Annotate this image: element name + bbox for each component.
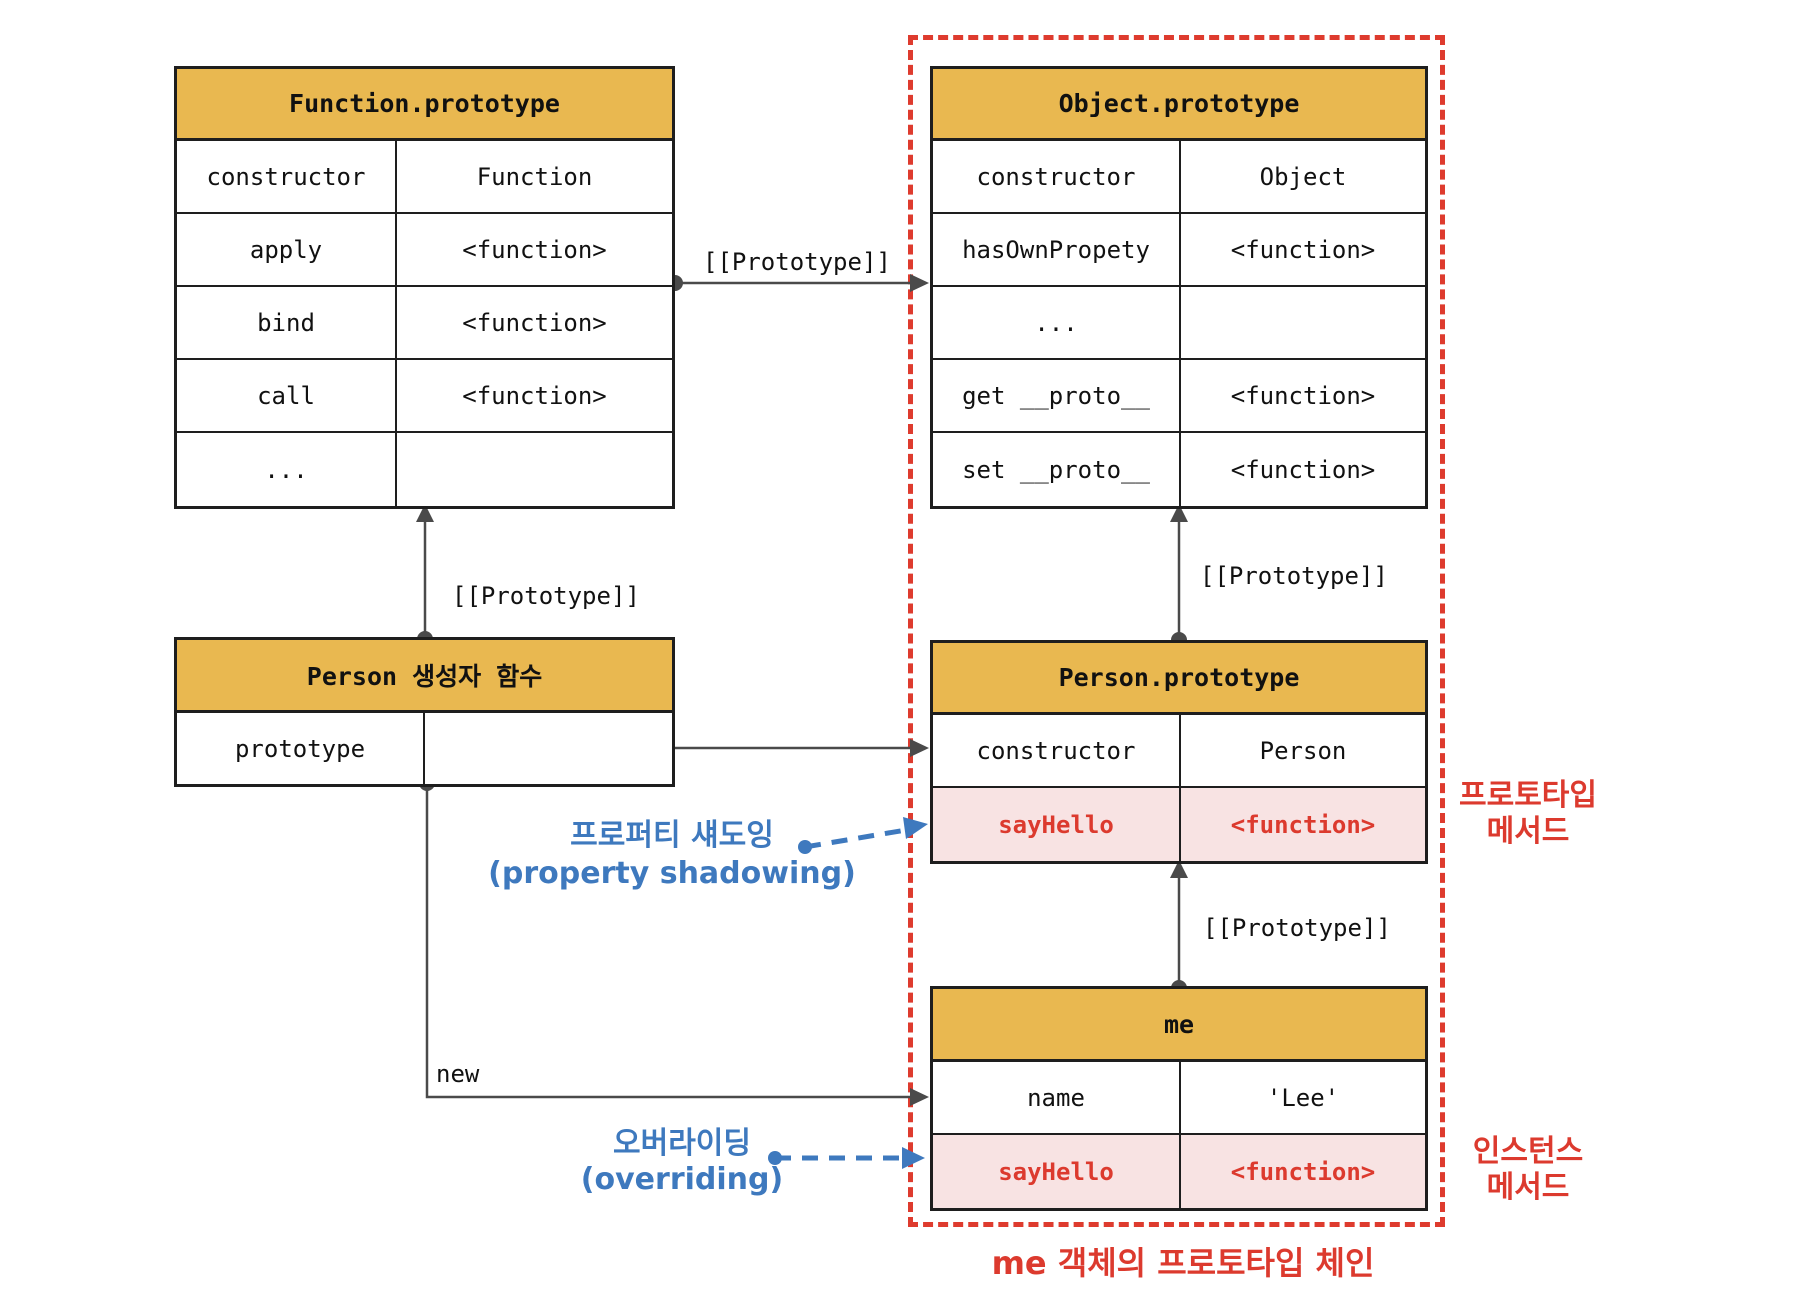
prototype-link-label-object: [[Prototype]] — [1200, 562, 1388, 590]
cell-key: prototype — [177, 713, 425, 784]
arrow-personproto-to-objectproto — [1170, 504, 1188, 648]
cell-value: 'Lee' — [1266, 1083, 1340, 1112]
cell-key: constructor — [933, 141, 1181, 212]
cell-key: constructor — [177, 141, 397, 212]
table-row: constructor Function — [177, 141, 672, 214]
arrow-person-to-function — [416, 504, 434, 647]
prototype-link-label-horizontal: [[Prototype]] — [703, 248, 891, 276]
table-me-title: me — [933, 989, 1425, 1062]
cell-value: <function> — [462, 235, 607, 264]
cell-key: get __proto__ — [933, 360, 1181, 431]
prototype-method-line1: 프로토타입 — [1459, 778, 1597, 813]
table-row: name 'Lee' — [933, 1062, 1425, 1135]
table-row: call <function> — [177, 360, 672, 433]
table-person-constructor-title: Person 생성자 함수 — [177, 640, 672, 713]
cell-value — [1181, 287, 1425, 358]
arrow-overriding — [768, 1147, 925, 1169]
table-function-prototype: Function.prototype constructor Function … — [174, 66, 675, 509]
table-person-prototype: Person.prototype constructor Person sayH… — [930, 640, 1428, 864]
arrow-property-shadowing — [798, 817, 928, 854]
table-row: bind <function> — [177, 287, 672, 360]
prototype-method-line2: 메서드 — [1486, 814, 1570, 849]
table-person-prototype-title: Person.prototype — [933, 643, 1425, 715]
table-row: get __proto__ <function> — [933, 360, 1425, 433]
table-row: hasOwnPropety <function> — [933, 214, 1425, 287]
table-row: prototype — [177, 713, 672, 784]
arrow-me-to-personproto — [1170, 860, 1188, 996]
table-function-prototype-title: Function.prototype — [177, 69, 672, 141]
cell-key: call — [177, 360, 397, 431]
prototype-chain-dashed-box — [908, 35, 1445, 1227]
cell-value: <function> — [462, 381, 607, 410]
overriding-label-ko: 오버라이딩 — [613, 1126, 751, 1161]
cell-value: <function> — [1230, 455, 1376, 484]
table-person-constructor: Person 생성자 함수 prototype — [174, 637, 675, 787]
instance-method-line1: 인스턴스 — [1472, 1134, 1584, 1169]
cell-key: set __proto__ — [933, 433, 1181, 506]
cell-key: bind — [177, 287, 397, 358]
cell-value: <function> — [1230, 810, 1376, 839]
cell-value — [425, 713, 672, 784]
cell-key: ... — [177, 433, 397, 506]
table-row-instance-method: sayHello <function> — [933, 1135, 1425, 1208]
cell-value: Person — [1259, 736, 1347, 765]
cell-key: ... — [933, 287, 1181, 358]
arrow-function-to-object — [667, 274, 929, 292]
new-keyword-label: new — [436, 1060, 480, 1088]
cell-value: <function> — [1230, 1157, 1376, 1186]
instance-method-label: 인스턴스 메서드 — [1428, 1134, 1628, 1206]
table-row: ... — [177, 433, 672, 506]
cell-key: constructor — [933, 715, 1181, 786]
cell-value: <function> — [1230, 381, 1376, 410]
cell-key: apply — [177, 214, 397, 285]
prototype-method-label: 프로토타입 메서드 — [1428, 778, 1628, 850]
instance-method-line2: 메서드 — [1486, 1170, 1570, 1205]
table-row: apply <function> — [177, 214, 672, 287]
table-row: set __proto__ <function> — [933, 433, 1425, 506]
cell-value: <function> — [1230, 235, 1376, 264]
property-shadowing-label-ko: 프로퍼티 섀도잉 — [570, 818, 774, 853]
overriding-label-en: (overriding) — [580, 1162, 784, 1197]
table-me: me name 'Lee' sayHello <function> — [930, 986, 1428, 1211]
table-row: constructor Object — [933, 141, 1425, 214]
cell-value: Function — [476, 162, 593, 191]
cell-value: Object — [1259, 162, 1347, 191]
prototype-link-label-left: [[Prototype]] — [452, 582, 640, 610]
cell-value: <function> — [462, 308, 607, 337]
cell-value — [397, 433, 672, 506]
cell-key: sayHello — [933, 1135, 1181, 1208]
cell-key: name — [933, 1062, 1181, 1133]
prototype-chain-caption: me 객체의 프로토타입 체인 — [991, 1244, 1375, 1282]
cell-key: sayHello — [933, 788, 1181, 861]
property-shadowing-label-en: (property shadowing) — [488, 856, 856, 891]
table-row: constructor Person — [933, 715, 1425, 788]
table-row-prototype-method: sayHello <function> — [933, 788, 1425, 861]
table-object-prototype-title: Object.prototype — [933, 69, 1425, 141]
table-row: ... — [933, 287, 1425, 360]
prototype-link-label-me: [[Prototype]] — [1203, 914, 1391, 942]
cell-key: hasOwnPropety — [933, 214, 1181, 285]
table-object-prototype: Object.prototype constructor Object hasO… — [930, 66, 1428, 509]
